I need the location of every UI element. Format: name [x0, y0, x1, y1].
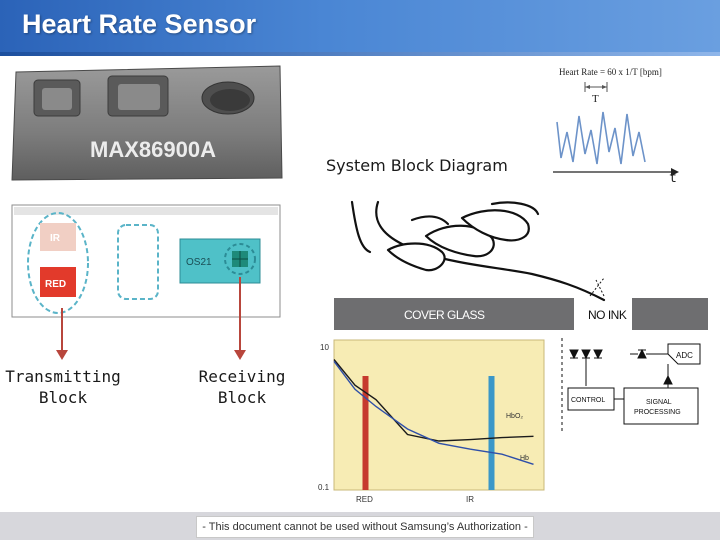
chip-marking: MAX86900A	[90, 137, 216, 162]
cover-glass-label: COVER GLASS	[404, 308, 485, 322]
photodiode	[630, 348, 647, 359]
red-led	[40, 267, 76, 297]
cover-glass: COVER GLASS NO INK	[334, 298, 708, 330]
title-bar	[0, 0, 720, 56]
chart-plot-area	[333, 339, 545, 491]
time-axis-label: t	[669, 171, 677, 186]
transmitter-outline	[27, 212, 89, 314]
ir-led	[40, 223, 76, 251]
series-line-hbo2	[333, 359, 534, 442]
absorption-chart: 10 0.1 RED IR HbO₂ Hb	[318, 339, 545, 504]
y-tick-bottom: 0.1	[318, 483, 330, 492]
signal-label-2: PROCESSING	[634, 409, 681, 416]
chip-photo: MAX86900A	[11, 65, 283, 181]
no-ink-label: NO INK	[588, 308, 627, 322]
red-led-label: RED	[45, 279, 66, 290]
finger-illustration	[350, 200, 606, 302]
heart-rate-waveform: Heart Rate = 60 x 1/T [bpm] T t	[553, 67, 679, 186]
series-label-hb: Hb	[520, 455, 529, 462]
control-label: CONTROL	[571, 397, 605, 404]
optical-sensor-label: OS21	[186, 257, 212, 268]
receiving-block-label: Receiving Block	[198, 367, 286, 407]
electronics-block-diagram: ADC CONTROL SIGNAL PROCESSING	[561, 338, 701, 432]
adc-block	[667, 343, 701, 365]
signal-label-1: SIGNAL	[646, 399, 672, 406]
led-array	[569, 349, 603, 386]
series-line-hb	[333, 360, 534, 465]
series-label-hbo2: HbO₂	[506, 413, 523, 420]
y-tick-top: 10	[320, 343, 329, 352]
adc-label: ADC	[676, 351, 693, 360]
period-label: T	[592, 93, 599, 105]
diagram-title: System Block Diagram	[326, 156, 508, 175]
ir-led-label: IR	[50, 233, 61, 244]
footer-disclaimer: - This document cannot be used without S…	[196, 516, 534, 538]
sensor-board: IR RED OS21	[11, 204, 281, 318]
transmitting-block-label: Transmitting Block	[5, 367, 121, 407]
wavelength-marker-red	[362, 376, 369, 490]
slide-title: Heart Rate Sensor	[22, 9, 257, 39]
signal-processing-block	[623, 387, 699, 425]
wavelength-marker-ir	[488, 376, 495, 490]
x-category-red: RED	[356, 495, 373, 504]
x-category-ir: IR	[466, 495, 474, 504]
heart-rate-formula: Heart Rate = 60 x 1/T [bpm]	[559, 67, 662, 77]
